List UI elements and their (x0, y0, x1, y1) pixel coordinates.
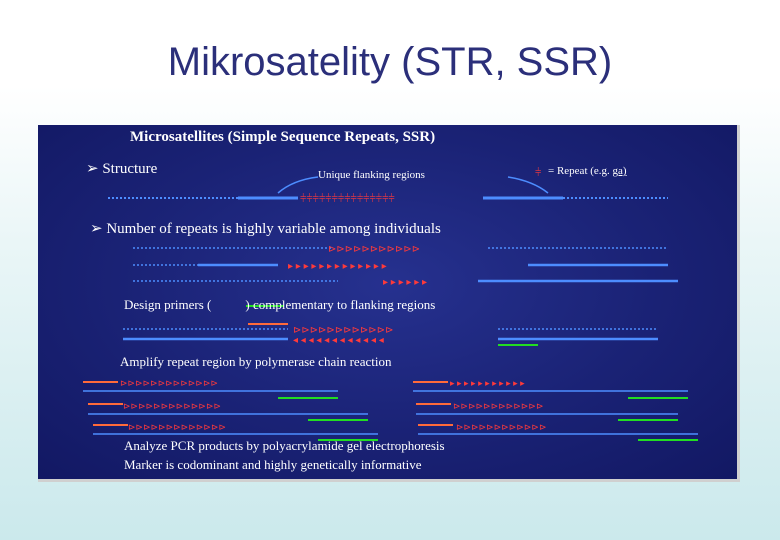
arrow-bullet-icon: ➢ (86, 161, 99, 177)
structure-label: Structure (102, 161, 158, 177)
design-primers-line: Design primers ( ) complementary to flank… (124, 297, 435, 313)
flank-pointer-left (277, 176, 319, 194)
repeat-legend-symbol: ⫩ (535, 167, 541, 179)
allele-3-repeats: ▸ ▸ ▸ ▸ ▸ ▸ (383, 277, 427, 288)
design-primers-before: Design primers ( (124, 297, 212, 312)
analyze-line: Analyze PCR products by polyacrylamide g… (124, 438, 445, 453)
panel-heading: Microsatellites (Simple Sequence Repeats… (130, 129, 436, 145)
allele-1-repeats: ⊳⊳⊳⊳⊳⊳⊳⊳⊳⊳⊳ (328, 244, 420, 255)
variable-bullet: ➢ Number of repeats is highly variable a… (90, 219, 441, 238)
design-primers-after: ) complementary to flanking regions (245, 297, 436, 312)
slide-title: Mikrosatelity (STR, SSR) (167, 40, 613, 84)
flanking-label: Unique flanking regions (318, 169, 425, 181)
flank-pointer-right (507, 176, 549, 194)
pcr-right-repeats-2: ⊳⊳⊳⊳⊳⊳⊳⊳⊳⊳⊳⊳ (453, 401, 544, 411)
pcr-left-repeats-2: ⊳⊳⊳⊳⊳⊳⊳⊳⊳⊳⊳⊳⊳ (123, 401, 221, 411)
pcr-right-repeats-3: ⊳⊳⊳⊳⊳⊳⊳⊳⊳⊳⊳⊳ (456, 422, 547, 432)
repeat-legend: = Repeat (e.g. ga) (548, 165, 627, 177)
repeat-legend-prefix: = Repeat (e.g. (548, 165, 610, 177)
schematic-diagram: ⫩⫩⫩⫩⫩⫩⫩⫩⫩⫩⫩⫩⫩⫩⫩ ⫩ ⊳⊳⊳⊳⊳⊳⊳⊳⊳⊳⊳ ▸ ▸ ▸ ▸ ▸ … (83, 167, 698, 441)
microsatellite-figure-panel: ⫩⫩⫩⫩⫩⫩⫩⫩⫩⫩⫩⫩⫩⫩⫩ ⫩ ⊳⊳⊳⊳⊳⊳⊳⊳⊳⊳⊳ ▸ ▸ ▸ ▸ ▸ … (38, 125, 740, 482)
pcr-left-repeats-3: ⊳⊳⊳⊳⊳⊳⊳⊳⊳⊳⊳⊳⊳ (128, 422, 226, 432)
template-repeats-1: ⊳⊳⊳⊳⊳⊳⊳⊳⊳⊳⊳⊳ (293, 325, 394, 336)
repeat-legend-example: ga) (612, 165, 627, 177)
template-repeats-2: ◂ ◂ ◂ ◂ ◂ ◂ ◂ ◂ ◂ ◂ ◂ ◂ (293, 335, 384, 346)
arrow-bullet-icon: ➢ (90, 221, 103, 237)
pcr-left-repeats-1: ⊳⊳⊳⊳⊳⊳⊳⊳⊳⊳⊳⊳⊳ (120, 378, 218, 388)
amplify-line: Amplify repeat region by polymerase chai… (120, 354, 392, 369)
structure-bullet: ➢ Structure (86, 159, 157, 178)
marker-line: Marker is codominant and highly genetica… (124, 457, 422, 472)
pcr-right-repeats-1: ▸ ▸ ▸ ▸ ▸ ▸ ▸ ▸ ▸ ▸ ▸ (450, 378, 525, 388)
variable-label: Number of repeats is highly variable amo… (106, 221, 441, 237)
repeat-sequence-top: ⫩⫩⫩⫩⫩⫩⫩⫩⫩⫩⫩⫩⫩⫩⫩ (300, 193, 395, 206)
allele-2-repeats: ▸ ▸ ▸ ▸ ▸ ▸ ▸ ▸ ▸ ▸ ▸ ▸ ▸ (288, 261, 387, 272)
